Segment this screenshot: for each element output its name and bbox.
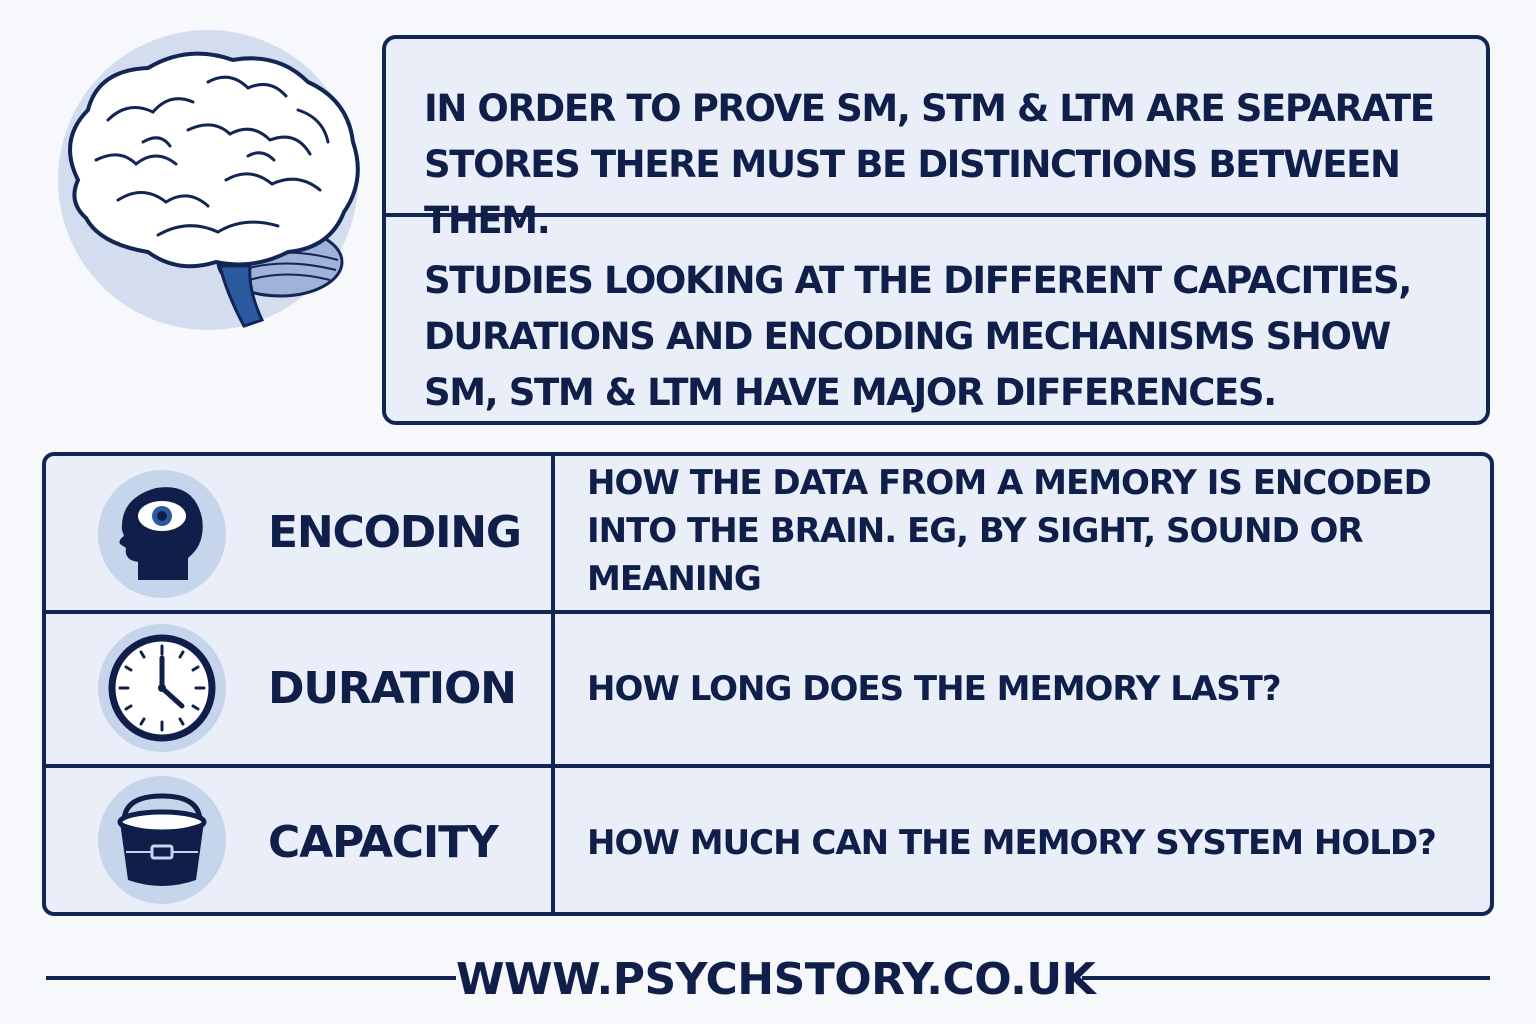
description-line: HOW LONG DOES THE MEMORY LAST?	[587, 669, 1282, 709]
column-divider	[551, 614, 555, 768]
description-duration: HOW LONG DOES THE MEMORY LAST?	[587, 614, 1470, 764]
intro-paragraph-2: STUDIES LOOKING AT THE DIFFERENT CAPACIT…	[424, 259, 1412, 414]
definitions-table: ENCODING HOW THE DATA FROM A MEMORY IS E…	[42, 452, 1494, 916]
capacity-icon-circle	[98, 776, 226, 904]
table-row-duration: DURATION HOW LONG DOES THE MEMORY LAST?	[46, 610, 1490, 768]
table-row-encoding: ENCODING HOW THE DATA FROM A MEMORY IS E…	[46, 456, 1490, 610]
term-encoding: ENCODING	[268, 507, 522, 558]
brain-icon	[58, 30, 360, 330]
term-capacity: CAPACITY	[268, 817, 499, 868]
footer-url: WWW.PSYCHSTORY.CO.UK	[456, 954, 1096, 1005]
description-line: HOW MUCH CAN THE MEMORY SYSTEM HOLD?	[587, 823, 1437, 863]
description-line: HOW THE DATA FROM A MEMORY IS ENCODED	[587, 463, 1432, 503]
duration-icon-circle	[98, 624, 226, 752]
intro-section-2: STUDIES LOOKING AT THE DIFFERENT CAPACIT…	[386, 217, 1486, 421]
head-eye-icon	[119, 487, 203, 580]
clock-icon	[108, 634, 216, 742]
intro-section-1: IN ORDER TO PROVE SM, STM & LTM ARE SEPA…	[386, 39, 1486, 242]
description-capacity: HOW MUCH CAN THE MEMORY SYSTEM HOLD?	[587, 768, 1470, 912]
term-duration: DURATION	[268, 663, 517, 714]
table-row-capacity: CAPACITY HOW MUCH CAN THE MEMORY SYSTEM …	[46, 764, 1490, 912]
column-divider	[551, 768, 555, 912]
encoding-icon-circle	[98, 470, 226, 598]
intro-panel: IN ORDER TO PROVE SM, STM & LTM ARE SEPA…	[382, 35, 1490, 425]
brain-illustration	[48, 30, 368, 340]
column-divider	[551, 456, 555, 610]
bucket-icon	[117, 793, 207, 886]
description-line: INTO THE BRAIN. EG, BY SIGHT, SOUND OR M…	[587, 511, 1364, 599]
footer-rule-right	[1082, 976, 1490, 980]
footer-rule-left	[46, 976, 456, 980]
description-encoding: HOW THE DATA FROM A MEMORY IS ENCODED IN…	[587, 456, 1470, 606]
intro-paragraph-1: IN ORDER TO PROVE SM, STM & LTM ARE SEPA…	[424, 87, 1435, 242]
